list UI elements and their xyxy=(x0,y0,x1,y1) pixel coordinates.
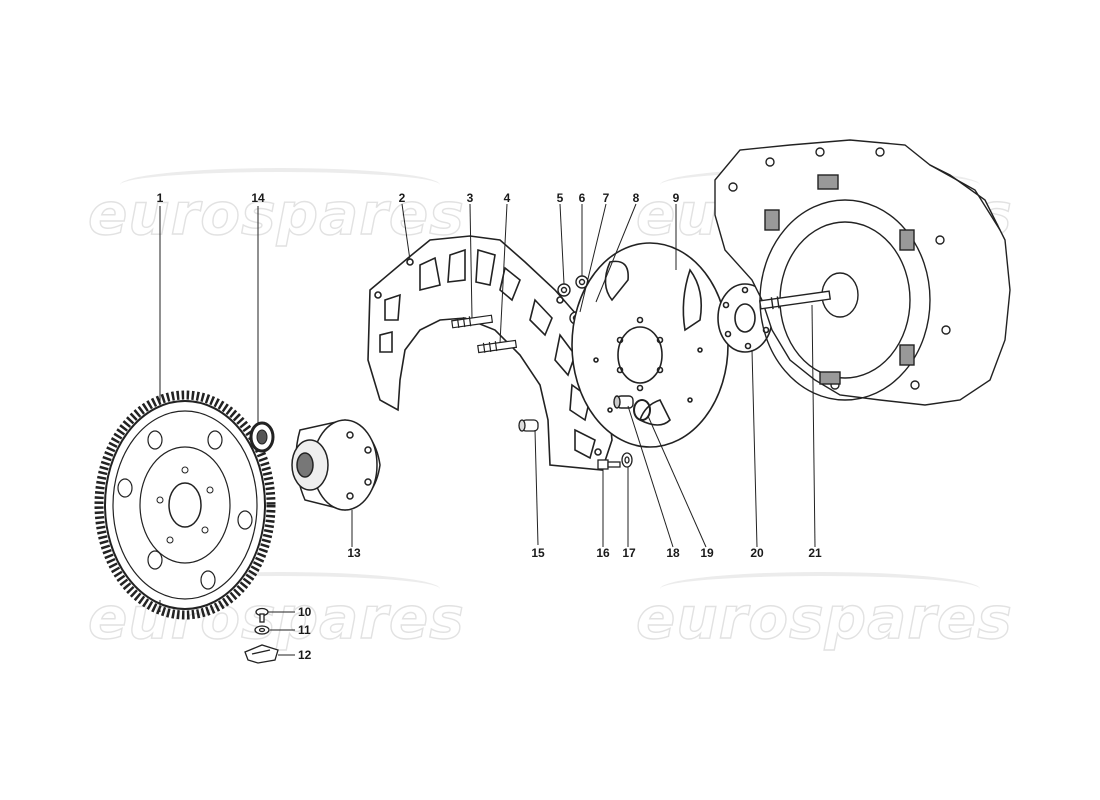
screw-10 xyxy=(255,607,269,623)
callout-5: 5 xyxy=(556,191,564,205)
stud-3 xyxy=(451,314,494,329)
spacer-18 xyxy=(613,395,634,409)
callout-11: 11 xyxy=(298,623,311,637)
callout-2: 2 xyxy=(398,191,406,205)
watermark-swoosh xyxy=(660,572,980,606)
callout-4: 4 xyxy=(503,191,511,205)
clip-12 xyxy=(244,644,279,664)
flywheel xyxy=(94,390,276,620)
dowel-pin xyxy=(518,419,539,432)
washer-17 xyxy=(621,452,633,468)
callout-16: 16 xyxy=(596,546,610,560)
callout-9: 9 xyxy=(672,191,680,205)
callout-7: 7 xyxy=(602,191,610,205)
o-ring-19 xyxy=(633,399,651,421)
callout-1: 1 xyxy=(156,191,164,205)
watermark-top-left: eurospares xyxy=(87,179,465,248)
callout-13: 13 xyxy=(347,546,361,560)
callout-15: 15 xyxy=(531,546,545,560)
callout-20: 20 xyxy=(750,546,764,560)
callout-12: 12 xyxy=(298,648,312,662)
input-shaft xyxy=(758,290,832,310)
flange-plate xyxy=(717,283,773,353)
callout-21: 21 xyxy=(808,546,822,560)
callout-8: 8 xyxy=(632,191,640,205)
leader-lines xyxy=(159,203,816,656)
callout-18: 18 xyxy=(666,546,680,560)
adapter-plate xyxy=(367,235,613,471)
stud-4 xyxy=(477,339,518,354)
transmission-housing xyxy=(714,139,1011,406)
watermark-swoosh xyxy=(120,572,440,606)
drive-plate xyxy=(571,242,729,448)
callout-3: 3 xyxy=(466,191,474,205)
callout-19: 19 xyxy=(700,546,714,560)
washer-11 xyxy=(254,625,270,635)
callout-14: 14 xyxy=(251,191,265,205)
callout-6: 6 xyxy=(578,191,586,205)
hub-adaptor xyxy=(291,419,381,511)
callout-10: 10 xyxy=(298,605,312,619)
bolt-16 xyxy=(597,459,621,470)
watermark-bottom-right: eurospares xyxy=(635,583,1013,652)
watermark-swoosh xyxy=(120,168,440,202)
pilot-bearing xyxy=(249,421,275,453)
callout-17: 17 xyxy=(622,546,636,560)
